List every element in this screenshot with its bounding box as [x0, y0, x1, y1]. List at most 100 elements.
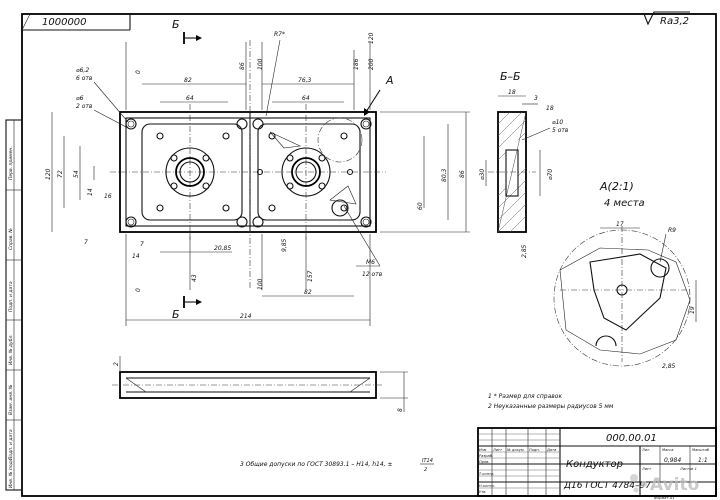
- thread-callout-count: 12 отв: [362, 271, 383, 278]
- tb-role-tcontr: Т.контр.: [479, 472, 495, 476]
- tb-sheets: Листов 1: [679, 467, 697, 471]
- tb-scale: 1:1: [698, 457, 708, 464]
- dim-top-120: 120: [368, 32, 375, 44]
- detail-dim-17: 17: [616, 221, 624, 228]
- tb-format: Формат A3: [654, 496, 675, 500]
- side-stamp-3: Подп. и дата: [8, 281, 14, 312]
- dim-left-14: 14: [87, 188, 94, 196]
- section-dim-3: 3: [534, 95, 538, 102]
- right-dimensions: 86 80,3 60: [380, 111, 470, 233]
- title-block: Изм Лист № докум. Подп. Дата Разраб. Про…: [477, 427, 717, 500]
- dim-bottom-0: 0: [135, 288, 142, 292]
- detail-dim-2-85-left: 2,85: [521, 244, 528, 258]
- dim-left-7: 7: [84, 239, 88, 246]
- dim-20-85: 20,85: [214, 245, 231, 252]
- dim-bottom-43: 43: [191, 274, 198, 282]
- dim-bottom-100: 100: [257, 278, 264, 290]
- detail-dim-r9: R9: [668, 227, 676, 234]
- side-view: 2 8: [112, 356, 408, 412]
- hole-callout-6: ⌀6: [76, 95, 84, 102]
- side-stamp-column: Перв. примен. Справ. № Подп. и дата Инв.…: [5, 119, 23, 491]
- detail-dim-2-85-bottom: 2,85: [662, 363, 676, 370]
- tb-scale-label: Масштаб: [692, 448, 710, 452]
- doc-code-box: 1000000: [42, 17, 87, 28]
- dim-right-80-3: 80,3: [441, 168, 448, 182]
- tb-part-name: Кондуктор: [566, 459, 623, 470]
- detail-a-title: А(2:1): [599, 180, 634, 193]
- hole-callout-6-count: 2 отв: [76, 103, 93, 110]
- dim-82-bottom: 82: [304, 289, 312, 296]
- dim-left-16: 16: [104, 193, 112, 200]
- section-mark-bottom: Б: [172, 296, 202, 321]
- bottom-dimensions: 214 20,85 82 0 43 100 157 9,85 7 14 М6 1…: [125, 234, 383, 326]
- section-hole-count: 5 отв: [552, 127, 569, 134]
- tb-head-doc: № докум.: [506, 448, 525, 452]
- dim-top-r7: R7*: [274, 31, 285, 38]
- dim-bottom-214: 214: [240, 313, 252, 320]
- dim-top-186: 186: [353, 58, 360, 70]
- side-stamp-7: Инв. № подл.: [8, 457, 14, 488]
- dim-bottom-157: 157: [307, 270, 314, 282]
- watermark-logo: Avito: [630, 474, 699, 495]
- dim-76-3: 76,3: [298, 77, 312, 84]
- view-a-label: А: [385, 74, 394, 87]
- section-mark-top: Б: [172, 18, 202, 44]
- tolerance-note: 3 Общие допуски по ГОСТ 30893.1 – H14, h…: [240, 461, 393, 468]
- section-dim-d30: ⌀30: [479, 169, 486, 180]
- thread-callout-m6: М6: [366, 259, 375, 266]
- dim-bottom-14: 14: [132, 253, 140, 260]
- dim-top-200: 200: [368, 58, 375, 70]
- section-label-top: Б: [172, 18, 180, 31]
- detail-a-view: А(2:1) 4 места 17 R9 2,85 19 2,85: [521, 180, 697, 370]
- dim-bottom-7: 7: [140, 241, 144, 248]
- left-dimensions: 120 72 54 14 16 7 ⌀6,2 6 отв ⌀6 2 отв: [45, 67, 129, 246]
- side-stamp-1: Перв. примен.: [8, 146, 14, 180]
- side-dim-8: 8: [397, 408, 404, 412]
- dim-left-120: 120: [45, 168, 52, 180]
- tb-role-appr: Утв.: [479, 490, 487, 494]
- dim-9-85: 9,85: [281, 238, 288, 252]
- tb-sheet: Лист: [641, 467, 652, 471]
- watermark-text: Avito: [650, 475, 699, 495]
- section-dim-18-top: 18: [508, 89, 516, 96]
- hole-callout-62-count: 6 отв: [76, 75, 93, 82]
- side-stamp-2: Справ. №: [8, 228, 14, 250]
- detail-a-subtitle: 4 места: [604, 198, 645, 209]
- dim-top-0: 0: [135, 70, 142, 74]
- section-hole-d10: ⌀10: [552, 119, 563, 126]
- tb-role-check: Пров.: [479, 460, 489, 464]
- roughness-value: Ra3,2: [660, 16, 689, 27]
- main-plate-view: [110, 40, 386, 290]
- side-stamp-5: Взам. инв. №: [8, 384, 14, 415]
- dim-right-86-outer: 86: [459, 170, 466, 178]
- section-dim-18-b: 18: [546, 105, 554, 112]
- tb-role-ncontr: Н.контр.: [479, 484, 495, 488]
- tb-head-izm: Изм: [479, 448, 487, 452]
- dim-right-60: 60: [417, 202, 424, 210]
- side-stamp-6: Подп. и дата: [8, 429, 14, 460]
- side-stamp-4: Инв. № дубл.: [8, 334, 14, 365]
- tb-role-dev: Разраб.: [479, 454, 493, 458]
- tb-mass: 0,984: [664, 457, 681, 464]
- section-bb-title: Б–Б: [500, 70, 521, 83]
- tb-head-list: Лист: [492, 448, 503, 452]
- tb-mass-label: Масса: [662, 448, 673, 452]
- detail-dim-19: 19: [689, 306, 696, 314]
- dim-64-right: 64: [302, 95, 310, 102]
- tb-drawing-no: 000.00.01: [606, 433, 657, 444]
- tb-head-date: Дата: [546, 448, 556, 452]
- section-label-bottom: Б: [172, 308, 180, 321]
- dim-top-100: 100: [257, 58, 264, 70]
- dim-left-72: 72: [57, 170, 64, 178]
- side-dim-2: 2: [113, 362, 120, 366]
- tb-lit: Лит.: [641, 448, 650, 452]
- note-1: 1 * Размер для справок: [488, 393, 562, 400]
- note-2: 2 Неуказанные размеры радиусов 5 мм: [488, 403, 614, 410]
- tolerance-den: 2: [424, 467, 427, 473]
- hole-callout-62: ⌀6,2: [76, 67, 89, 74]
- notes-block: 1 * Размер для справок 2 Неуказанные раз…: [240, 393, 614, 473]
- section-dim-d70: ⌀70: [547, 169, 554, 180]
- tb-head-sign: Подп.: [529, 448, 540, 452]
- top-dimensions: 0 86 100 120 186 200 R7* 82 76,3 64 64: [125, 31, 375, 117]
